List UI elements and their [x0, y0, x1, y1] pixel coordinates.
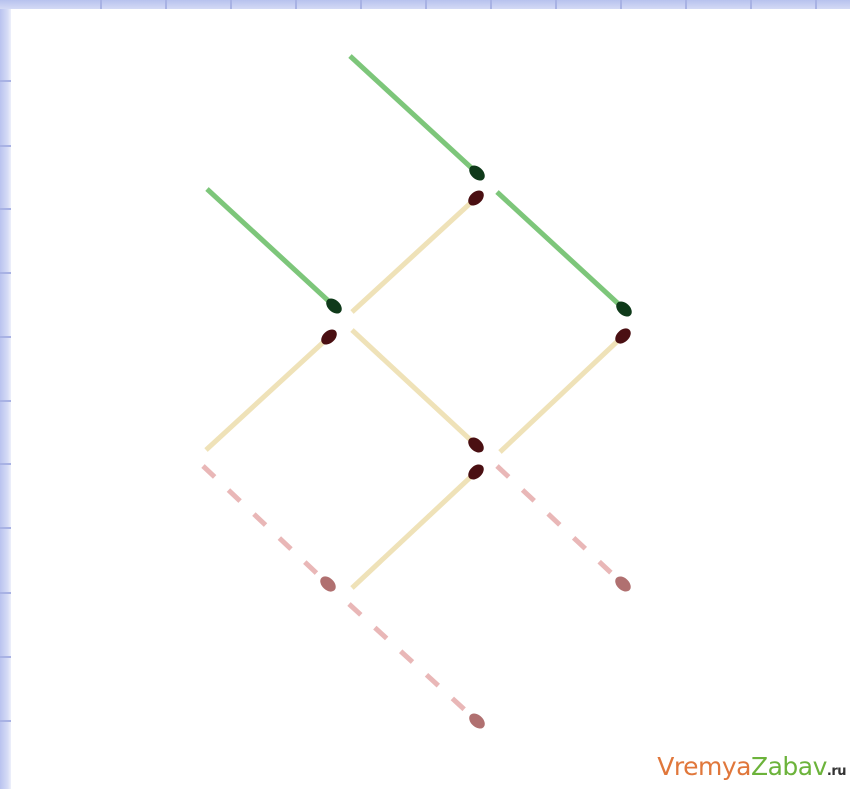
moved-match: [207, 189, 345, 317]
removed-match: [349, 604, 488, 732]
kept-match: [352, 461, 487, 588]
moved-match-stick: [497, 192, 624, 309]
watermark-part3: .ru: [827, 764, 846, 779]
kept-match: [352, 330, 487, 456]
moved-match: [350, 56, 488, 184]
site-watermark: VremyaZabav.ru: [657, 752, 846, 781]
removed-match-stick: [203, 466, 328, 584]
watermark-part2: Zabav: [751, 752, 827, 781]
kept-match: [352, 187, 487, 312]
moved-match: [497, 192, 635, 320]
removed-match-stick: [349, 604, 477, 721]
kept-match-stick: [352, 472, 476, 588]
moved-matches: [207, 56, 635, 320]
removed-match-head: [466, 710, 487, 731]
kept-match-stick: [500, 336, 623, 452]
removed-match-head: [317, 573, 338, 594]
kept-match-stick: [352, 330, 476, 445]
removed-match-head: [612, 573, 633, 594]
watermark-part1: Vremya: [657, 752, 751, 781]
kept-match: [500, 325, 634, 452]
removed-match: [497, 466, 634, 595]
kept-match-stick: [206, 337, 329, 450]
kept-match-stick: [352, 198, 476, 312]
removed-match: [203, 466, 339, 595]
removed-match-stick: [497, 466, 623, 584]
kept-match: [206, 326, 340, 450]
removed-matches: [203, 466, 634, 732]
moved-match-stick: [350, 56, 477, 173]
moved-match-stick: [207, 189, 334, 306]
